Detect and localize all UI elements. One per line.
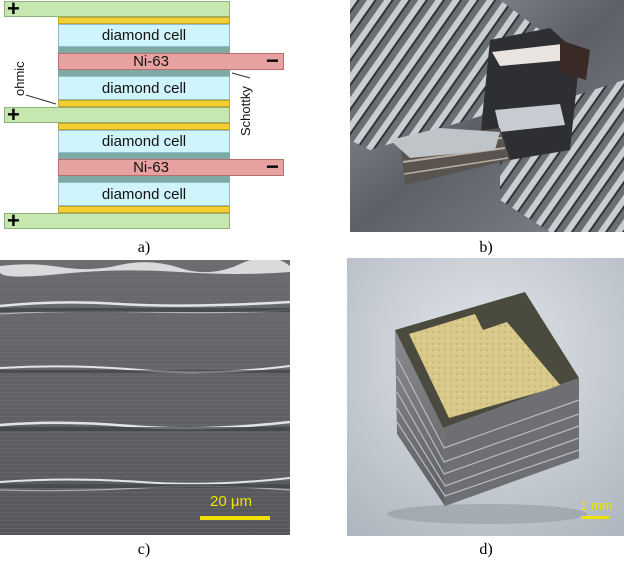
schottky-interlayer: [58, 176, 230, 182]
plus-sign-top: +: [7, 0, 20, 21]
electrode-plus-bottom: [4, 213, 230, 229]
ohmic-contact-layer: [58, 17, 230, 24]
diamond-cell-label: diamond cell: [101, 185, 187, 203]
diamond-cell-1: diamond cell: [58, 24, 230, 47]
diamond-cell-label: diamond cell: [101, 133, 187, 150]
caption-a: a): [137, 239, 151, 256]
schottky-interlayer: [58, 153, 230, 159]
caption-b: b): [479, 239, 493, 256]
panel-a-schematic: + diamond cell Ni-63 − diamond cell + di…: [0, 0, 300, 235]
ohmic-contact-layer: [58, 123, 230, 130]
schottky-interlayer: [58, 47, 230, 53]
ohmic-contact-layer: [58, 206, 230, 213]
battery-cube-photo: [347, 258, 624, 536]
caption-c: c): [137, 541, 151, 558]
ni63-source-1: Ni-63: [58, 53, 284, 70]
sem-cross-section: [0, 260, 290, 535]
caption-d: d): [479, 541, 493, 558]
ni63-label: Ni-63: [133, 159, 169, 176]
schottky-label: Schottky: [238, 86, 253, 136]
diamond-cell-label: diamond cell: [101, 79, 187, 97]
electrode-plus-top: [4, 1, 230, 17]
diamond-cell-3: diamond cell: [58, 130, 230, 153]
minus-sign-1: −: [266, 48, 279, 73]
clamped-stack-photo: [350, 0, 624, 232]
ni63-label: Ni-63: [133, 53, 169, 70]
panel-d-photo: 1 mm: [347, 258, 624, 536]
diamond-cell-label: diamond cell: [101, 27, 187, 44]
electrode-plus-middle: [4, 107, 230, 123]
cube-scale-bar: [581, 516, 609, 519]
ni63-source-2: Ni-63: [58, 159, 284, 176]
plus-sign-bottom: +: [7, 208, 20, 233]
panel-b-photo: [350, 0, 624, 232]
schottky-interlayer: [58, 70, 230, 76]
ohmic-contact-layer: [58, 100, 230, 107]
ohmic-label: ohmic: [12, 61, 27, 96]
sem-scale-label: 20 μm: [210, 493, 252, 510]
diamond-cell-4: diamond cell: [58, 182, 230, 206]
panel-c-sem-image: 20 μm: [0, 260, 290, 535]
diamond-cell-2: diamond cell: [58, 76, 230, 100]
cube-scale-label: 1 mm: [580, 498, 613, 513]
minus-sign-2: −: [266, 154, 279, 179]
plus-sign-middle: +: [7, 102, 20, 127]
sem-scale-bar: [200, 516, 270, 520]
